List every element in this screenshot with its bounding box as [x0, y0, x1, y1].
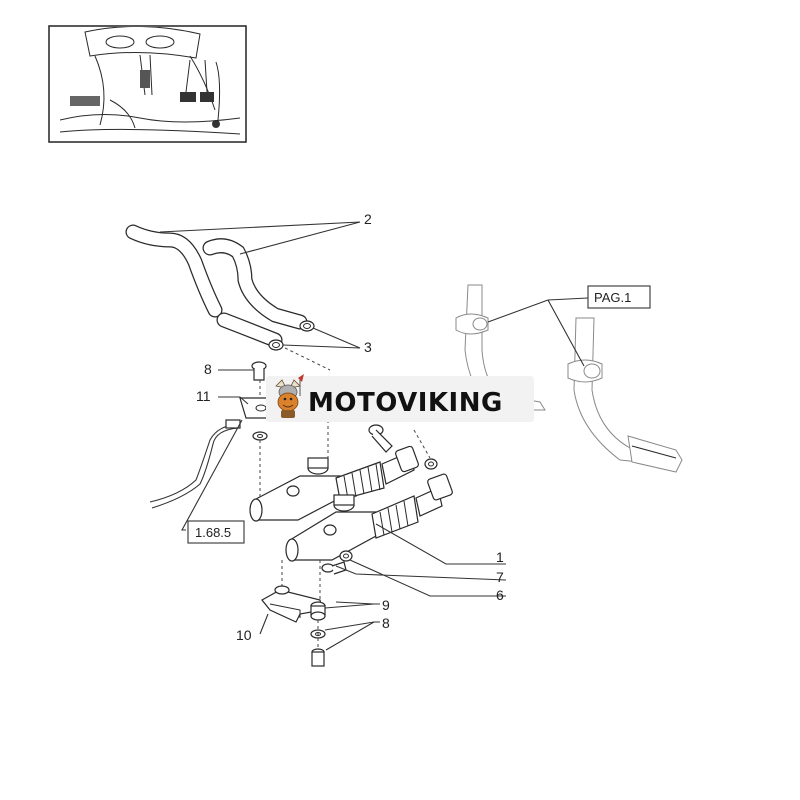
callout-3: 3 — [364, 339, 372, 355]
callout-11: 11 — [196, 388, 211, 404]
bolt-lower — [311, 648, 325, 667]
callout-2: 2 — [364, 211, 372, 227]
leader-lines-bottom-right — [324, 523, 507, 651]
inset-cab-illustration — [59, 27, 241, 135]
viking-mascot-icon — [275, 374, 304, 418]
master-cylinder-upper — [249, 445, 419, 522]
watermark-banner: MOTOVIKING — [266, 374, 534, 422]
hose-upper-right — [202, 238, 308, 330]
callout-8-bottom: 8 — [382, 615, 390, 631]
sensor-cable — [149, 419, 241, 509]
ref-box-pag-1[interactable]: PAG.1 — [587, 285, 651, 309]
ref-box-1-68-5[interactable]: 1.68.5 — [187, 520, 245, 544]
callout-8-top: 8 — [204, 361, 212, 377]
callout-9: 9 — [382, 597, 390, 613]
callout-1: 1 — [496, 549, 504, 565]
master-cylinder-lower — [285, 473, 453, 562]
washer-top — [252, 431, 268, 441]
washer-6 — [339, 550, 353, 562]
spacer-9 — [310, 601, 326, 621]
ref-label-1-68-5: 1.68.5 — [195, 525, 231, 540]
clevis-nut — [424, 458, 438, 470]
bolt-7 — [321, 561, 347, 575]
assembly-dash-lines — [259, 380, 431, 600]
callout-7: 7 — [496, 569, 504, 585]
pag-1-leaders — [487, 297, 589, 367]
callout-6: 6 — [496, 587, 504, 603]
bolt-top — [251, 361, 267, 381]
hose-upper-left — [125, 224, 283, 348]
lower-bracket — [261, 585, 323, 623]
inset-thumbnail — [48, 25, 247, 143]
hose-clamp — [268, 320, 315, 351]
clevis-pin — [368, 424, 393, 453]
watermark-brand-text: MOTOVIKING — [308, 388, 503, 418]
leader-lines-left — [181, 369, 269, 635]
leader-lines-top — [159, 221, 361, 371]
callout-10: 10 — [236, 627, 252, 643]
ref-label-pag-1: PAG.1 — [594, 290, 631, 305]
